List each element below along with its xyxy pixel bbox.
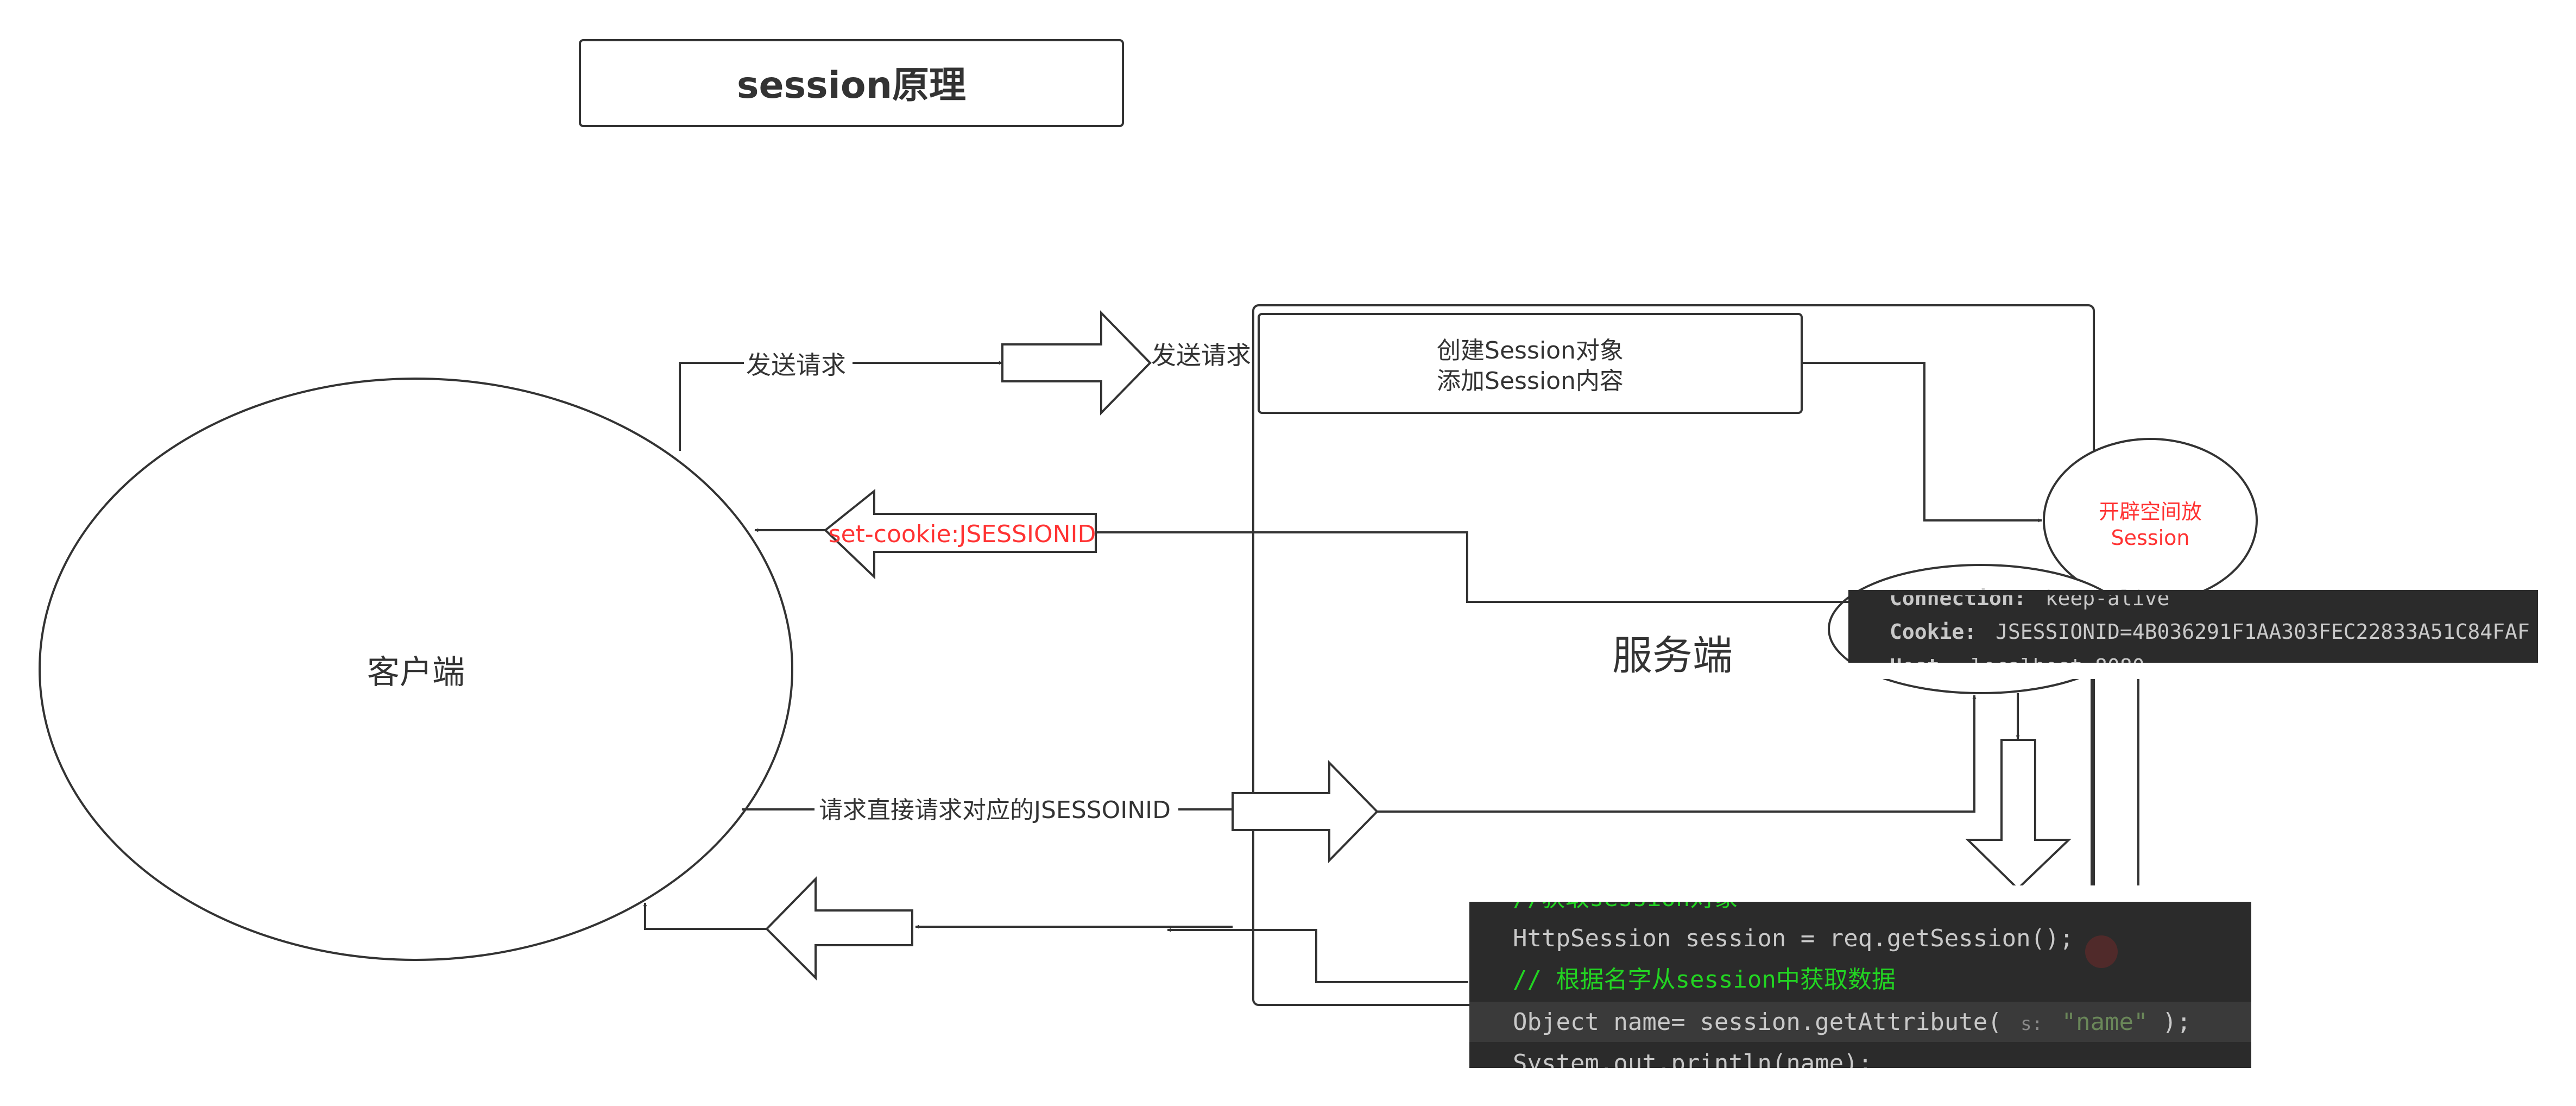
session-space-node: 开辟空间放 Session bbox=[2043, 438, 2258, 603]
cookie-screenshot-panel: Connection: keep-alive Cookie: JSESSIONI… bbox=[1848, 586, 2538, 679]
create-session-line1: 创建Session对象 bbox=[1437, 337, 1624, 365]
title-text: session原理 bbox=[737, 64, 966, 107]
title-box: session原理 bbox=[579, 39, 1124, 127]
svg-text:Cookie: JSESSIONID=4B036: Cookie: JSESSIONID=4B036291F1AA303FEC228… bbox=[1890, 620, 2530, 644]
code-line1: HttpSession session = req.getSession(); bbox=[1513, 925, 2074, 952]
create-session-box: 创建Session对象 添加Session内容 bbox=[1258, 313, 1803, 414]
session-space-line2: Session bbox=[2111, 526, 2190, 550]
edge-request-with-id: 请求直接请求对应的JSESSOINID bbox=[742, 695, 1977, 863]
svg-text:Object name= session.getAttrib: Object name= session.getAttribute( s: "n… bbox=[1513, 1008, 2191, 1036]
cookie-row2-value: JSESSIONID=4B036291F1AA303FEC22833A51C84… bbox=[1996, 620, 2530, 644]
edge-send-request: 发送请求 bbox=[679, 348, 1003, 451]
block-arrow-send: 发送请求 bbox=[1001, 310, 1251, 416]
cookie-row1-key: Connection: bbox=[1890, 586, 2026, 610]
request-with-id-label: 请求直接请求对应的JSESSOINID bbox=[819, 796, 1171, 824]
edge-set-cookie: set-cookie:JSESSIONID bbox=[754, 488, 1857, 603]
code-line2: // 根据名字从session中获取数据 bbox=[1513, 966, 1896, 994]
edge-send-request-label: 发送请求 bbox=[746, 350, 846, 380]
cookie-row1-value: keep-alive bbox=[2045, 586, 2170, 610]
server-label: 服务端 bbox=[1612, 632, 1733, 679]
edge-to-session-space bbox=[1802, 362, 2042, 523]
svg-text:Connection: keep-alive: Connection: keep-alive bbox=[1890, 586, 2169, 610]
set-cookie-label: set-cookie:JSESSIONID bbox=[829, 520, 1096, 548]
code-screenshot-panel: //获取session对象 HttpSession session = req.… bbox=[1469, 884, 2251, 1106]
search-icon bbox=[2085, 935, 2118, 968]
client-label: 客户端 bbox=[367, 653, 465, 692]
code-line3-suffix: ); bbox=[2162, 1008, 2191, 1036]
session-space-line1: 开辟空间放 bbox=[2099, 500, 2202, 524]
edge-response bbox=[643, 876, 1468, 983]
client-node: 客户端 bbox=[39, 378, 793, 961]
cookie-row2-key: Cookie: bbox=[1890, 620, 1977, 644]
create-session-line2: 添加Session内容 bbox=[1437, 367, 1624, 395]
block-arrow-send-label: 发送请求 bbox=[1151, 341, 1251, 370]
code-line3-string: "name" bbox=[2062, 1008, 2148, 1036]
code-line3-hint: s: bbox=[2021, 1013, 2043, 1035]
code-line3-prefix: Object name= session.getAttribute( bbox=[1513, 1008, 2002, 1036]
